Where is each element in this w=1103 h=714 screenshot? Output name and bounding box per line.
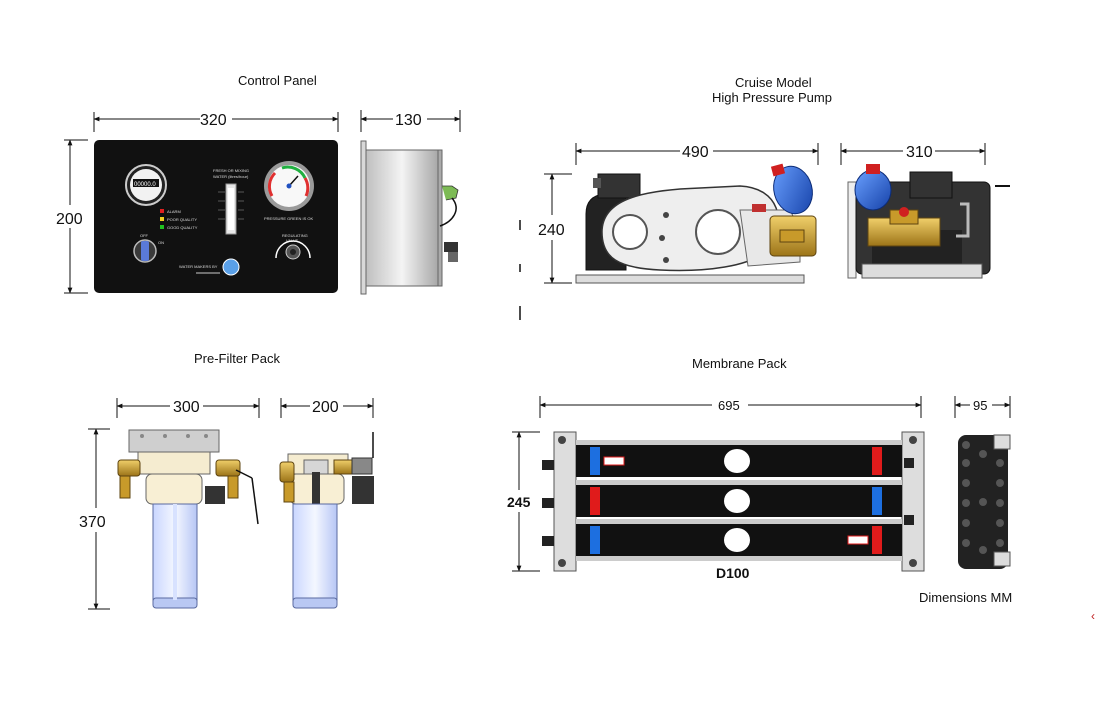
control-panel-side-view <box>365 149 439 287</box>
pump-width: 310 <box>906 144 933 161</box>
membrane-model: D100 <box>716 565 750 581</box>
poor-quality-led-icon <box>160 217 164 221</box>
switch-on-label: ON <box>158 240 164 245</box>
membrane-width: 95 <box>973 398 987 413</box>
good-quality-led-icon <box>160 225 164 229</box>
membrane-tube-2 <box>576 480 902 517</box>
control-panel-section: Control Panel 320 130 200 00000.0 ALARM … <box>56 73 461 295</box>
good-quality-label: GOOD QUALITY <box>167 225 198 230</box>
prefilter-section: Pre-Filter Pack 300 200 370 <box>79 351 374 610</box>
prefilter-head <box>145 473 203 505</box>
pressure-label: PRESSURE GREEN IS OK <box>264 216 313 221</box>
prefilter-length: 300 <box>173 399 200 416</box>
pump-height: 240 <box>538 222 565 239</box>
membrane-length: 695 <box>718 398 740 413</box>
maker-label: WATER MAKERS BY <box>179 264 218 269</box>
counter-display: 00000.0 <box>134 182 156 188</box>
pump-title-line1: Cruise Model <box>735 75 812 90</box>
maker-logo-icon <box>222 258 240 276</box>
prefilter-width: 200 <box>312 399 339 416</box>
switch-off-label: OFF <box>140 233 149 238</box>
alarm-led-icon <box>160 209 164 213</box>
prefilter-height: 370 <box>79 514 106 531</box>
accumulator-icon <box>773 165 813 215</box>
membrane-title: Membrane Pack <box>692 356 787 371</box>
control-panel-depth: 130 <box>395 112 422 129</box>
pump-base <box>575 274 805 284</box>
pump-title-line2: High Pressure Pump <box>712 90 832 105</box>
membrane-height: 245 <box>507 494 531 510</box>
control-panel-width: 320 <box>200 112 227 129</box>
accumulator-end-icon <box>854 169 892 211</box>
prefilter-bowl-side <box>292 503 338 605</box>
flow-meter-label: FRESH OR MIXING <box>213 168 249 173</box>
control-panel-height: 200 <box>56 211 83 228</box>
flow-meter-label-2: WATER (litres/hour) <box>213 174 249 179</box>
control-panel-title: Control Panel <box>238 73 317 88</box>
membrane-tube-3 <box>576 519 902 561</box>
alarm-label: ALARM <box>167 209 181 214</box>
pump-section: Cruise Model High Pressure Pump 490 310 … <box>519 75 1010 320</box>
pump-length: 490 <box>682 144 709 161</box>
membrane-section: Membrane Pack 695 95 245 <box>507 356 1095 623</box>
regulating-label: REGULATING <box>282 233 308 238</box>
chevron-left-icon: ‹ <box>1091 609 1095 623</box>
dimensions-units: Dimensions MM <box>919 590 1012 605</box>
poor-quality-label: POOR QUALITY <box>167 217 197 222</box>
membrane-tube-1 <box>576 440 902 477</box>
prefilter-title: Pre-Filter Pack <box>194 351 280 366</box>
prefilter-bracket <box>128 429 220 453</box>
